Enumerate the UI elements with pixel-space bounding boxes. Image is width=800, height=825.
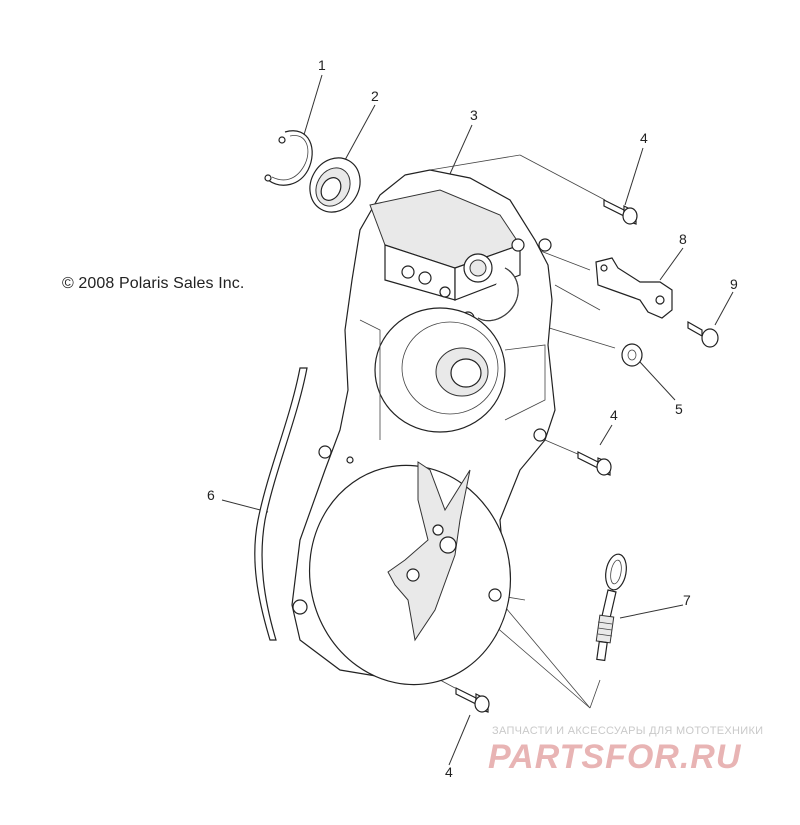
chaincase-cover-part <box>291 169 556 686</box>
watermark-brand: PARTSFOR.RU <box>488 738 742 776</box>
callout-labels: 1 2 3 4 8 9 5 4 6 7 4 <box>207 57 738 780</box>
callout-7: 7 <box>683 592 691 608</box>
snap-ring-part <box>264 130 313 186</box>
bolt-part-lower <box>455 687 490 713</box>
copyright-notice: © 2008 Polaris Sales Inc. <box>62 275 245 292</box>
callout-5: 5 <box>675 401 683 417</box>
gasket-part <box>254 367 308 641</box>
callout-2: 2 <box>371 88 379 104</box>
callout-3: 3 <box>470 107 478 123</box>
callout-1: 1 <box>318 57 326 73</box>
callout-4-top: 4 <box>640 130 648 146</box>
bolt-part-upper <box>603 199 638 225</box>
callout-9: 9 <box>730 276 738 292</box>
dipstick-part <box>595 553 627 662</box>
small-bolt-part <box>687 320 719 348</box>
callout-4-middle: 4 <box>610 407 618 423</box>
bracket-part <box>595 257 673 319</box>
seal-part <box>309 157 361 213</box>
watermark-tagline: ЗАПЧАСТИ И АКСЕССУАРЫ ДЛЯ МОТОТЕХНИКИ <box>492 725 764 737</box>
bolt-part-middle <box>577 451 612 476</box>
washer-part <box>621 343 643 367</box>
callout-8: 8 <box>679 231 687 247</box>
callout-4-bottom: 4 <box>445 764 453 780</box>
callout-6: 6 <box>207 487 215 503</box>
